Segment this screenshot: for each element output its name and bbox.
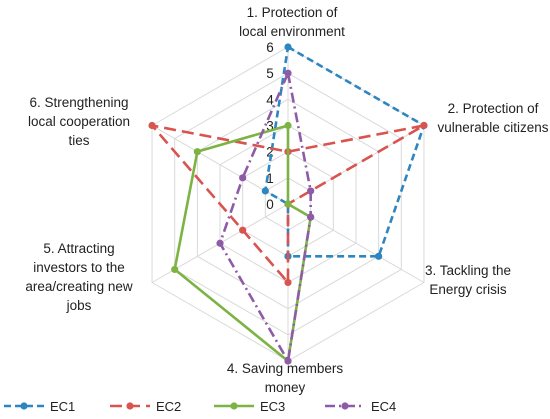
legend-marker bbox=[126, 402, 134, 410]
series-line bbox=[173, 124, 312, 363]
series-ec3 bbox=[171, 121, 315, 365]
legend-label: EC3 bbox=[260, 399, 285, 414]
legend-marker bbox=[230, 402, 238, 410]
data-point bbox=[284, 357, 292, 365]
data-point bbox=[239, 174, 247, 182]
tick-label: 3 bbox=[266, 119, 274, 134]
legend-item: EC2 bbox=[110, 399, 181, 414]
data-point bbox=[148, 121, 156, 130]
tick-label: 6 bbox=[266, 40, 274, 55]
tick-label: 5 bbox=[266, 66, 274, 81]
data-point bbox=[375, 252, 383, 260]
tick-label: 0 bbox=[266, 197, 274, 212]
tick-label: 2 bbox=[266, 145, 274, 160]
data-point bbox=[284, 200, 292, 208]
data-point bbox=[284, 278, 292, 287]
legend-label: EC4 bbox=[371, 399, 396, 414]
data-point bbox=[307, 187, 315, 195]
legend-item: EC3 bbox=[214, 399, 285, 414]
legend: EC1 EC2 EC3 EC4 bbox=[4, 399, 396, 414]
data-point bbox=[284, 69, 292, 77]
series bbox=[148, 43, 428, 365]
data-point bbox=[171, 265, 179, 274]
data-point bbox=[284, 121, 292, 130]
data-point bbox=[216, 239, 224, 247]
legend-marker bbox=[20, 402, 28, 410]
legend-label: EC1 bbox=[50, 399, 75, 414]
data-point bbox=[261, 187, 269, 195]
legend-item: EC4 bbox=[325, 399, 396, 414]
data-point bbox=[307, 213, 315, 221]
data-point bbox=[420, 121, 428, 130]
tick-label: 4 bbox=[266, 92, 274, 107]
legend-label: EC2 bbox=[156, 399, 181, 414]
tick-labels: 0 1 2 3 4 5 6 bbox=[266, 40, 274, 212]
legend-item: EC1 bbox=[4, 399, 75, 414]
data-point bbox=[193, 148, 201, 156]
legend-marker bbox=[341, 402, 349, 410]
tick-label: 1 bbox=[266, 171, 274, 186]
data-point bbox=[239, 226, 247, 234]
data-point bbox=[284, 43, 292, 51]
series-ec4 bbox=[216, 69, 315, 365]
